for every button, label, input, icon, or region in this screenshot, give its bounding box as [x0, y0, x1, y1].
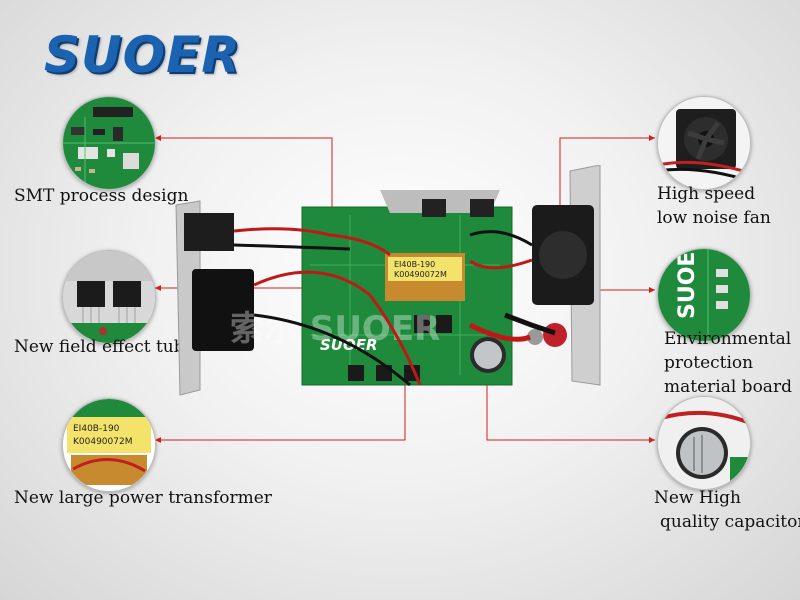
transformer-part-text2: K00490072M	[73, 437, 132, 447]
board-detail-image: SUOER	[657, 248, 751, 342]
capacitor-label-line2: quality capacitor	[660, 511, 800, 532]
transformer-detail-image: EI40B-190 K00490072M	[62, 398, 156, 492]
fan-detail-image	[657, 96, 751, 190]
capacitor-detail-image	[657, 396, 751, 490]
fan-label: High speed low noise fan	[657, 183, 771, 231]
capacitor-label-line1: New High	[654, 488, 741, 508]
terminal-red	[543, 323, 567, 347]
board-label: Environmental protection material board	[664, 328, 792, 399]
board-transformer-text2: K00490072M	[394, 270, 447, 279]
board-detail-brand: SUOER	[675, 249, 700, 319]
capacitor-label: New High quality capacitor	[654, 487, 800, 535]
board-label-line1: Environmental	[664, 329, 792, 349]
ac-outlet	[192, 269, 254, 351]
fet-label: New field effect tube	[14, 337, 195, 357]
smt-detail-image	[62, 96, 156, 190]
board-label-line2: protection	[664, 352, 754, 373]
transformer-label: New large power transformer	[14, 488, 272, 508]
brand-logo: SUOER	[44, 26, 241, 84]
fet-detail-image	[62, 250, 156, 344]
smt-label: SMT process design	[14, 186, 189, 206]
inverter-board-image: EI40B-190 K00490072M SUOER 索尔 SUOER	[175, 165, 601, 396]
ac-socket	[184, 213, 234, 251]
board-transformer-text1: EI40B-190	[394, 260, 435, 269]
board-label-line3: material board	[664, 376, 792, 397]
fan-label-line2: low noise fan	[657, 207, 771, 228]
fan-label-line1: High speed	[657, 184, 756, 204]
transformer-part-text1: EI40B-190	[73, 424, 120, 434]
